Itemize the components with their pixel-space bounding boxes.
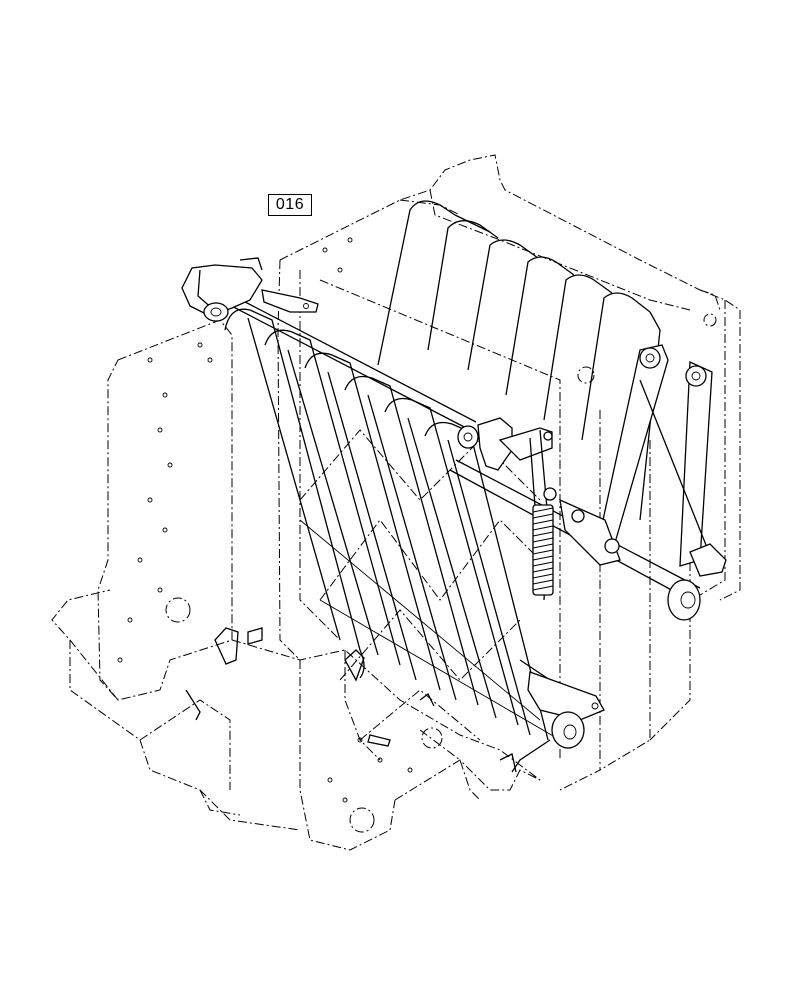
callout-label-box: 016 <box>268 194 312 216</box>
left-pivot-bracket <box>181 257 319 322</box>
lower-pivot-assembly <box>511 671 605 773</box>
baler-frame-phantom <box>51 154 741 851</box>
hardware-details <box>185 627 517 773</box>
callout-label: 016 <box>275 196 305 213</box>
belt-tensioner-arms-rear <box>377 200 661 521</box>
tension-spring <box>532 504 554 596</box>
belt-guide-arms-front <box>224 308 561 741</box>
right-linkage <box>559 344 727 621</box>
cross-shaft <box>219 291 701 713</box>
